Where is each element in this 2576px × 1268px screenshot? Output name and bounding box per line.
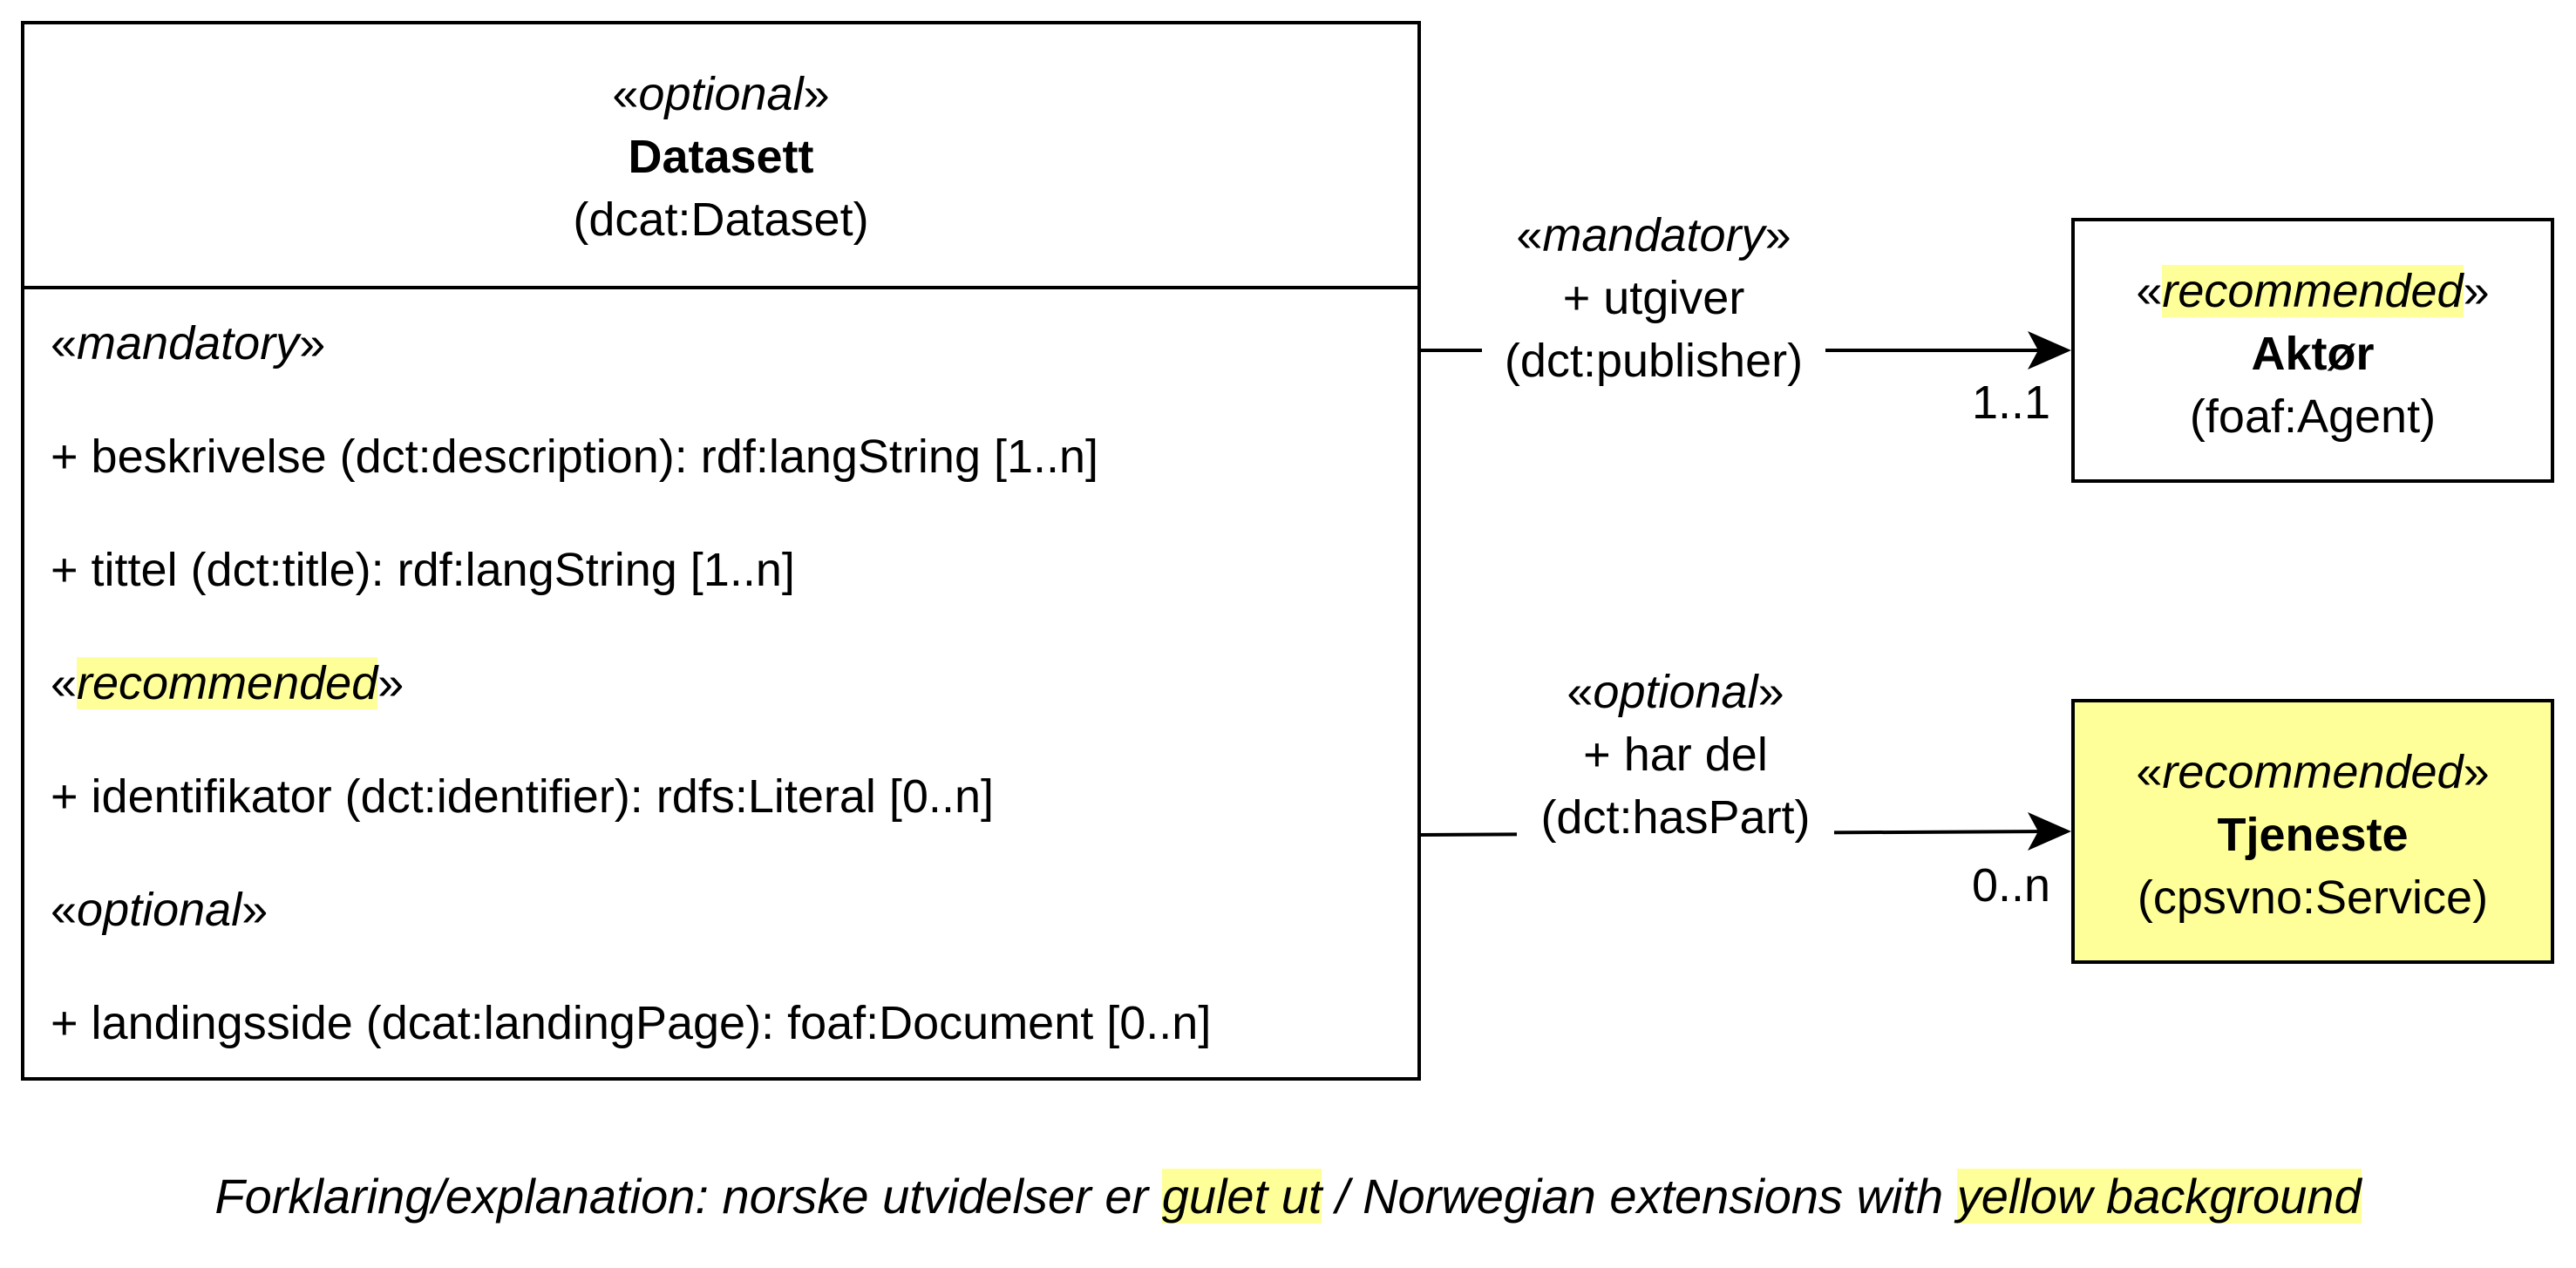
legend: Forklaring/explanation: norske utvidelse… [0,1163,2576,1230]
class-datasett-stereotype: «optional» [612,68,830,120]
class-datasett[interactable]: «optional» Datasett (dcat:Dataset) «mand… [21,21,1421,1081]
class-datasett-separator [24,286,1417,289]
publisher-arrowhead [2028,331,2071,370]
class-aktor-uri: (foaf:Agent) [2189,390,2437,443]
haspart-edge-label: «optional» + har del (dct:hasPart) [1517,661,1834,849]
haspart-multiplicity: 0..n [1972,859,2051,912]
legend-text-2: / Norwegian extensions with [1322,1169,1957,1224]
class-datasett-uri: (dcat:Dataset) [573,193,869,246]
publisher-edge-stereotype: «mandatory» [1516,209,1791,261]
group-recommended-stereotype: «recommended» [51,657,404,709]
class-aktor[interactable]: «recommended» Aktør (foaf:Agent) [2071,218,2554,483]
haspart-arrowhead [2028,812,2071,851]
publisher-edge-label: «mandatory» + utgiver (dct:publisher) [1482,204,1825,392]
class-tjeneste-name: Tjeneste [2217,809,2409,861]
publisher-edge-uri: (dct:publisher) [1504,335,1804,387]
legend-highlight-2: yellow background [1956,1169,2362,1224]
haspart-edge-stereotype: «optional» [1567,666,1784,718]
publisher-multiplicity: 1..1 [1972,376,2051,429]
class-tjeneste-uri: (cpsvno:Service) [2137,871,2489,924]
class-datasett-name: Datasett [628,131,814,183]
haspart-edge-uri: (dct:hasPart) [1540,791,1811,844]
publisher-edge-role: + utgiver [1562,272,1745,324]
class-tjeneste[interactable]: «recommended» Tjeneste (cpsvno:Service) [2071,699,2554,964]
group-mandatory-stereotype: «mandatory» [51,317,326,370]
legend-text-1: Forklaring/explanation: norske utvidelse… [214,1169,1162,1224]
legend-highlight-1: gulet ut [1161,1169,1322,1224]
attribute-landingsside[interactable]: + landingsside (dcat:landingPage): foaf:… [51,997,1212,1049]
class-aktor-name: Aktør [2251,328,2375,380]
attribute-beskrivelse[interactable]: + beskrivelse (dct:description): rdf:lan… [51,431,1099,483]
haspart-edge-role: + har del [1583,729,1768,781]
attribute-identifikator[interactable]: + identifikator (dct:identifier): rdfs:L… [51,770,994,823]
group-optional-stereotype: «optional» [51,884,268,936]
class-tjeneste-stereotype: «recommended» [2136,746,2490,798]
attribute-tittel[interactable]: + tittel (dct:title): rdf:langString [1.… [51,544,795,596]
class-aktor-stereotype: «recommended» [2136,265,2490,317]
